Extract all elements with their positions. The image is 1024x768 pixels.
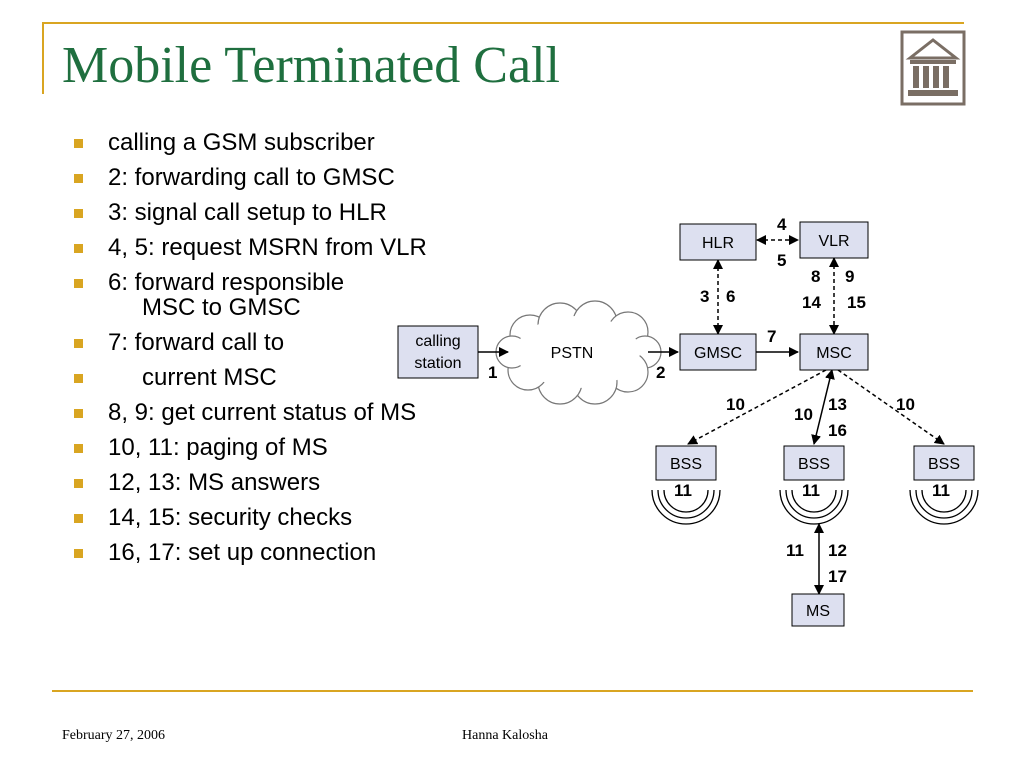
bullet-item: calling a GSM subscriber — [74, 128, 427, 157]
footer-date: February 27, 2006 — [62, 728, 166, 743]
step-label-4: 4 — [777, 215, 787, 234]
step-label-17: 17 — [828, 567, 847, 586]
step-label-16: 16 — [828, 421, 847, 440]
link-msc-bss-right — [837, 369, 945, 445]
vlr-label: VLR — [818, 233, 849, 250]
bullet-item: 2: forwarding call to GMSC — [74, 163, 427, 192]
bullet-item: 8, 9: get current status of MS — [74, 398, 427, 427]
bss-left-node: BSS — [655, 445, 717, 481]
step-label-1: 1 — [488, 363, 497, 382]
pstn-label: PSTN — [551, 345, 594, 362]
bullet-item: 12, 13: MS answers — [74, 468, 427, 497]
frame-left-rule — [42, 22, 44, 94]
step-label-11-ms: 11 — [786, 541, 804, 560]
university-building-icon — [900, 30, 966, 106]
calling-station-label-line1: calling — [415, 333, 460, 350]
step-label-13: 13 — [828, 395, 847, 414]
calling-station-node: calling station — [397, 325, 479, 379]
step-label-9: 9 — [845, 267, 854, 286]
gmsc-node: GMSC — [679, 333, 757, 371]
antenna-left-icon — [651, 489, 721, 525]
ms-node: MS — [791, 593, 845, 627]
hlr-node: HLR — [679, 223, 757, 261]
step-label-5: 5 — [777, 251, 786, 270]
frame-top-rule — [42, 22, 964, 24]
bss-center-label: BSS — [798, 456, 830, 473]
step-label-8: 8 — [811, 267, 820, 286]
step-label-12: 12 — [828, 541, 847, 560]
step-label-2: 2 — [656, 363, 665, 382]
step-label-11-left: 11 — [674, 481, 692, 500]
gmsc-label: GMSC — [694, 345, 742, 362]
step-label-6: 6 — [726, 287, 735, 306]
step-label-7: 7 — [767, 327, 776, 346]
msc-node: MSC — [799, 333, 869, 371]
msc-label: MSC — [816, 345, 852, 362]
step-label-10-right: 10 — [896, 395, 915, 414]
bss-center-node: BSS — [783, 445, 845, 481]
bullet-continuation: MSC to GMSC — [142, 294, 301, 321]
bullet-item: 7: forward call to — [74, 328, 427, 357]
step-label-14: 14 — [802, 293, 821, 312]
vlr-node: VLR — [799, 221, 869, 259]
step-label-3: 3 — [700, 287, 709, 306]
bullet-item: 4, 5: request MSRN from VLR — [74, 233, 427, 262]
step-label-11-right: 11 — [932, 481, 950, 500]
bss-right-node: BSS — [913, 445, 975, 481]
step-label-15: 15 — [847, 293, 866, 312]
bullet-item: 3: signal call setup to HLR — [74, 198, 427, 227]
pstn-cloud: PSTN — [495, 300, 662, 405]
hlr-label: HLR — [702, 235, 734, 252]
bullet-item: current MSC — [74, 363, 427, 392]
calling-station-label-line2: station — [414, 355, 461, 372]
bullet-item: 10, 11: paging of MS — [74, 433, 427, 462]
bss-right-label: BSS — [928, 456, 960, 473]
footer-rule — [52, 690, 973, 692]
antenna-right-icon — [909, 489, 979, 525]
bss-left-label: BSS — [670, 456, 702, 473]
step-label-10-left: 10 — [726, 395, 745, 414]
link-msc-bss-left — [687, 369, 827, 445]
antenna-center-icon — [779, 489, 849, 525]
step-label-11-center: 11 — [802, 481, 820, 500]
ms-label: MS — [806, 603, 830, 620]
bullet-item: 14, 15: security checks — [74, 503, 427, 532]
slide-title: Mobile Terminated Call — [62, 37, 560, 94]
bullet-list: calling a GSM subscriber 2: forwarding c… — [74, 128, 427, 573]
bullet-item: 16, 17: set up connection — [74, 538, 427, 567]
link-msc-bss-center — [811, 369, 835, 445]
step-label-10-center: 10 — [794, 405, 813, 424]
footer-author: Hanna Kalosha — [462, 728, 548, 743]
